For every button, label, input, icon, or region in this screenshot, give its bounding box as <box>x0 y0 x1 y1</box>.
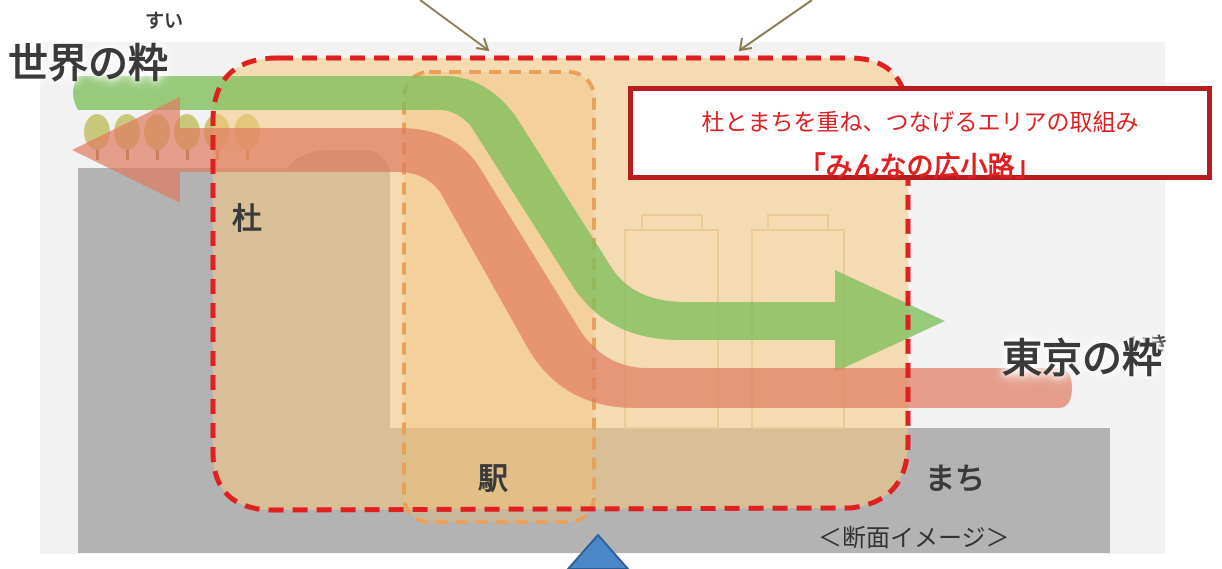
tokyo-axis-label: 東京の粋 <box>1002 336 1162 382</box>
red-flow-arrow <box>72 97 1072 408</box>
callout-description: 杜とまちを重ね、つなげるエリアの取組み <box>701 110 1139 136</box>
callout-title: 「みんなの広小路」 <box>798 152 1042 183</box>
location-marker <box>566 533 630 569</box>
tokyo-axis-ruby: いき <box>1130 333 1169 355</box>
green-flow-arrow <box>73 76 945 372</box>
station-label: 駅 <box>478 462 508 497</box>
diagram-caption: ＜断面イメージ＞ <box>818 524 1010 552</box>
area-outline <box>210 55 911 513</box>
forest-label: 杜 <box>232 202 262 237</box>
world-axis-ruby: すい <box>145 10 184 32</box>
pointer-lines <box>419 0 813 52</box>
town-label: まち <box>925 462 985 497</box>
world-axis-label: 世界の粋 <box>8 41 168 87</box>
callout-box: 杜とまちを重ね、つなげるエリアの取組み 「みんなの広小路」 <box>628 86 1212 183</box>
